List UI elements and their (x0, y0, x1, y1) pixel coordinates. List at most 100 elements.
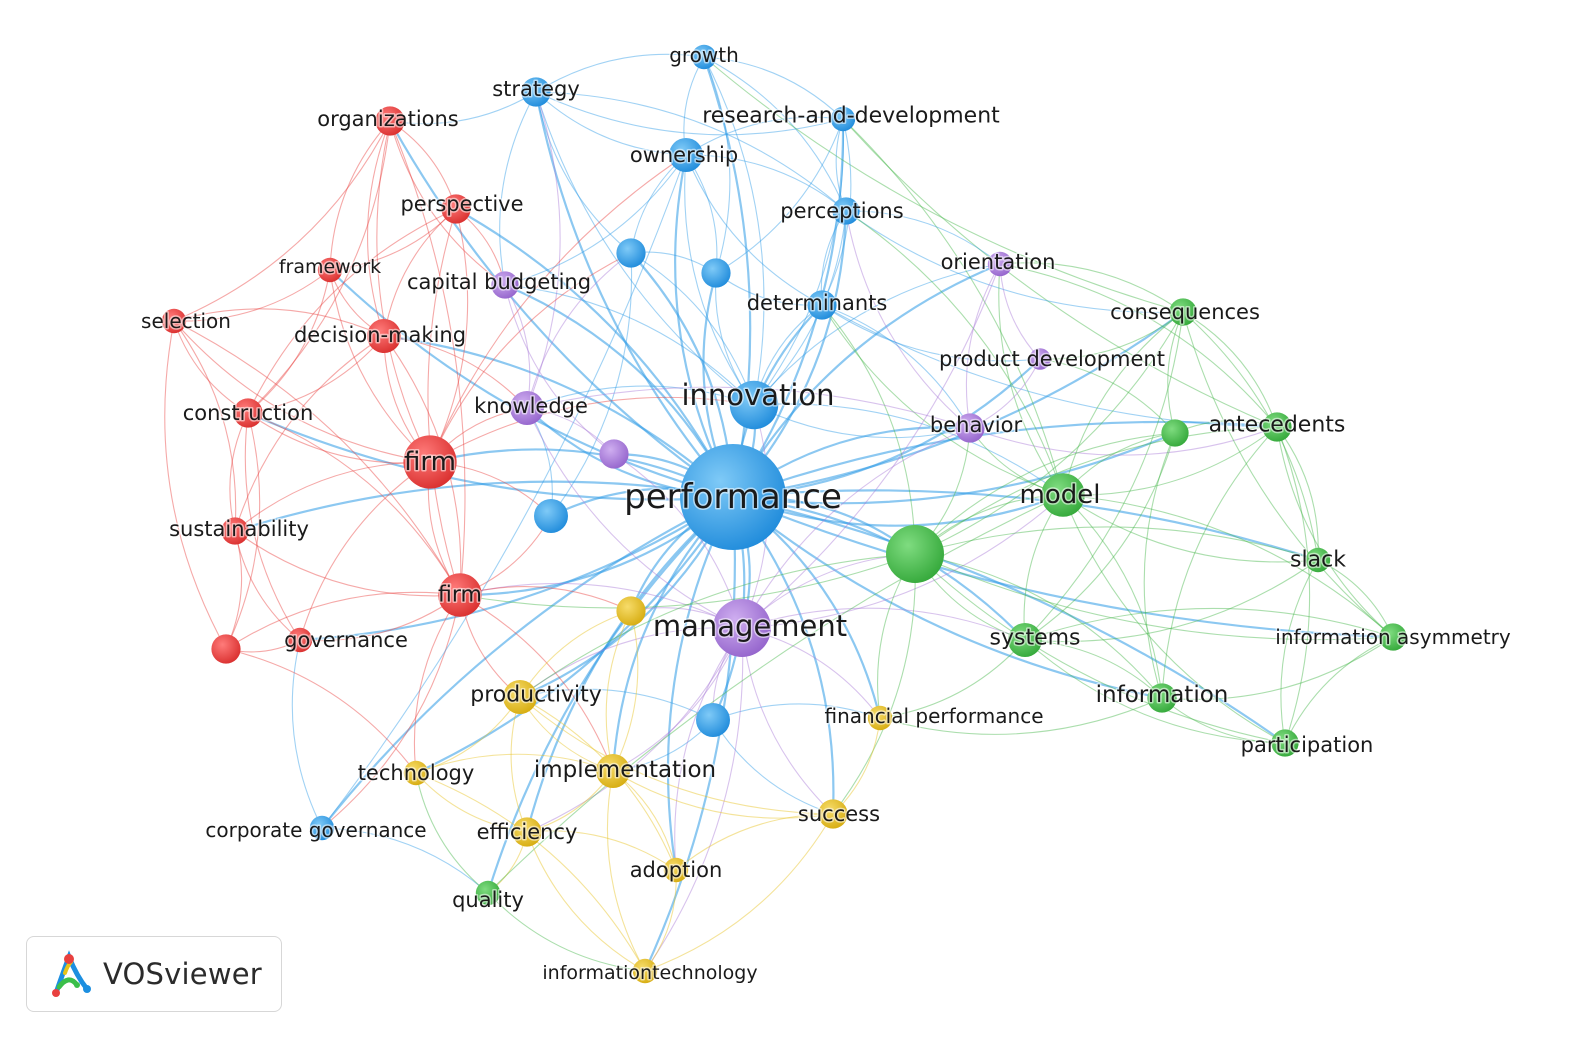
node-label-technology[interactable]: technology (356, 760, 476, 787)
node-organizations[interactable] (375, 106, 405, 136)
node-financial-performance[interactable] (867, 705, 893, 731)
node-label-firm-1[interactable]: firm (403, 446, 458, 479)
edge-selection--firm-1 (173, 320, 431, 463)
node-label-knowledge[interactable]: knowledge (473, 393, 590, 420)
node-label-corporate-governance[interactable]: corporate governance (204, 817, 428, 844)
node-purple-a[interactable] (599, 439, 629, 469)
node-label-adoption[interactable]: adoption (628, 857, 724, 884)
node-firm-1[interactable] (403, 435, 457, 489)
node-label-governance[interactable]: governance (283, 627, 410, 654)
node-slack[interactable] (1305, 547, 1331, 573)
node-research-and-development[interactable] (830, 106, 856, 132)
node-yellow-a[interactable] (616, 596, 646, 626)
node-label-determinants[interactable]: determinants (745, 290, 889, 317)
node-blue-b[interactable] (701, 258, 731, 288)
node-label-product-development[interactable]: product development (938, 346, 1167, 373)
node-selection[interactable] (161, 308, 187, 334)
node-firm-2[interactable] (438, 573, 482, 617)
edge-productivity--efficiency (510, 696, 528, 833)
node-label-construction[interactable]: construction (181, 400, 315, 427)
node-adoption[interactable] (663, 857, 689, 883)
node-label-success[interactable]: success (796, 801, 881, 828)
node-label-organizations[interactable]: organizations (316, 106, 461, 133)
node-label-model[interactable]: model (1018, 479, 1102, 512)
node-label-implementation[interactable]: implementation (532, 756, 717, 785)
node-label-slack[interactable]: slack (1289, 546, 1348, 574)
node-corporate-governance[interactable] (309, 815, 335, 841)
node-perspective[interactable] (441, 194, 471, 224)
node-knowledge[interactable] (510, 391, 544, 425)
node-green-hub[interactable] (886, 525, 944, 583)
node-technology[interactable] (403, 760, 429, 786)
node-success[interactable] (818, 799, 848, 829)
node-perceptions[interactable] (832, 197, 860, 225)
node-label-perceptions[interactable]: perceptions (779, 198, 905, 225)
node-information[interactable] (1147, 683, 1177, 713)
node-participation[interactable] (1271, 729, 1299, 757)
node-framework[interactable] (317, 257, 343, 283)
node-label-sustainability[interactable]: sustainability (168, 516, 311, 543)
node-efficiency[interactable] (512, 817, 542, 847)
node-label-firm-2[interactable]: firm (437, 581, 484, 609)
node-model[interactable] (1041, 473, 1085, 517)
node-label-capital-budgeting[interactable]: capital budgeting (405, 269, 592, 296)
node-label-information-asymmetry[interactable]: information asymmetry (1274, 624, 1513, 651)
node-label-information[interactable]: information (1094, 681, 1230, 710)
edge-implementation--success (612, 770, 834, 819)
node-decision-making[interactable] (367, 319, 401, 353)
edge-corporate-governance--firm-2 (321, 594, 461, 829)
node-governance[interactable] (287, 627, 313, 653)
node-green-a[interactable] (1161, 419, 1189, 447)
node-strategy[interactable] (521, 77, 551, 107)
node-label-quality[interactable]: quality (451, 887, 526, 914)
node-label-participation[interactable]: participation (1239, 732, 1375, 759)
node-orientation[interactable] (987, 251, 1013, 277)
node-label-ownership[interactable]: ownership (628, 142, 739, 169)
node-label-orientation[interactable]: orientation (939, 249, 1057, 276)
node-behavior[interactable] (955, 413, 985, 443)
node-performance[interactable] (680, 444, 786, 550)
node-systems[interactable] (1008, 623, 1042, 657)
node-label-behavior[interactable]: behavior (928, 412, 1024, 439)
node-determinants[interactable] (807, 290, 837, 320)
node-red-a[interactable] (211, 634, 241, 664)
node-label-systems[interactable]: systems (988, 624, 1082, 652)
node-blue-c[interactable] (534, 499, 568, 533)
node-label-innovation[interactable]: innovation (680, 377, 836, 414)
node-growth[interactable] (691, 44, 717, 70)
node-quality[interactable] (475, 880, 501, 906)
node-product-development[interactable] (1029, 348, 1051, 370)
node-label-growth[interactable]: growth (668, 42, 741, 69)
node-label-financial-performance[interactable]: financial performance (823, 703, 1045, 730)
node-blue-d[interactable] (696, 703, 730, 737)
node-ownership[interactable] (669, 138, 703, 172)
node-antecedents[interactable] (1262, 412, 1292, 442)
node-information-technology[interactable] (632, 958, 658, 984)
node-implementation[interactable] (596, 754, 630, 788)
edge-systems--information (1024, 639, 1163, 699)
node-label-consequences[interactable]: consequences (1109, 299, 1262, 326)
node-label-framework[interactable]: framework (277, 255, 382, 280)
node-label-research-and-development[interactable]: research-and-development (701, 102, 1002, 130)
node-management[interactable] (713, 599, 771, 657)
node-label-efficiency[interactable]: efficiency (475, 819, 579, 846)
node-label-information-technology[interactable]: informationtechnology (541, 961, 759, 986)
node-label-perspective[interactable]: perspective (399, 191, 525, 218)
node-label-selection[interactable]: selection (140, 308, 233, 335)
node-sustainability[interactable] (221, 517, 249, 545)
node-information-asymmetry[interactable] (1379, 623, 1407, 651)
node-label-productivity[interactable]: productivity (469, 681, 604, 709)
node-label-decision-making[interactable]: decision-making (292, 322, 467, 349)
node-label-management[interactable]: management (651, 608, 848, 645)
node-capital-budgeting[interactable] (491, 271, 519, 299)
node-construction[interactable] (233, 398, 263, 428)
node-label-antecedents[interactable]: antecedents (1207, 411, 1347, 439)
node-innovation[interactable] (729, 380, 779, 430)
node-consequences[interactable] (1169, 298, 1197, 326)
edge-orientation--model (998, 263, 1064, 496)
node-blue-a[interactable] (616, 238, 646, 268)
node-label-performance[interactable]: performance (623, 476, 844, 519)
node-productivity[interactable] (503, 680, 537, 714)
node-label-strategy[interactable]: strategy (491, 76, 582, 103)
